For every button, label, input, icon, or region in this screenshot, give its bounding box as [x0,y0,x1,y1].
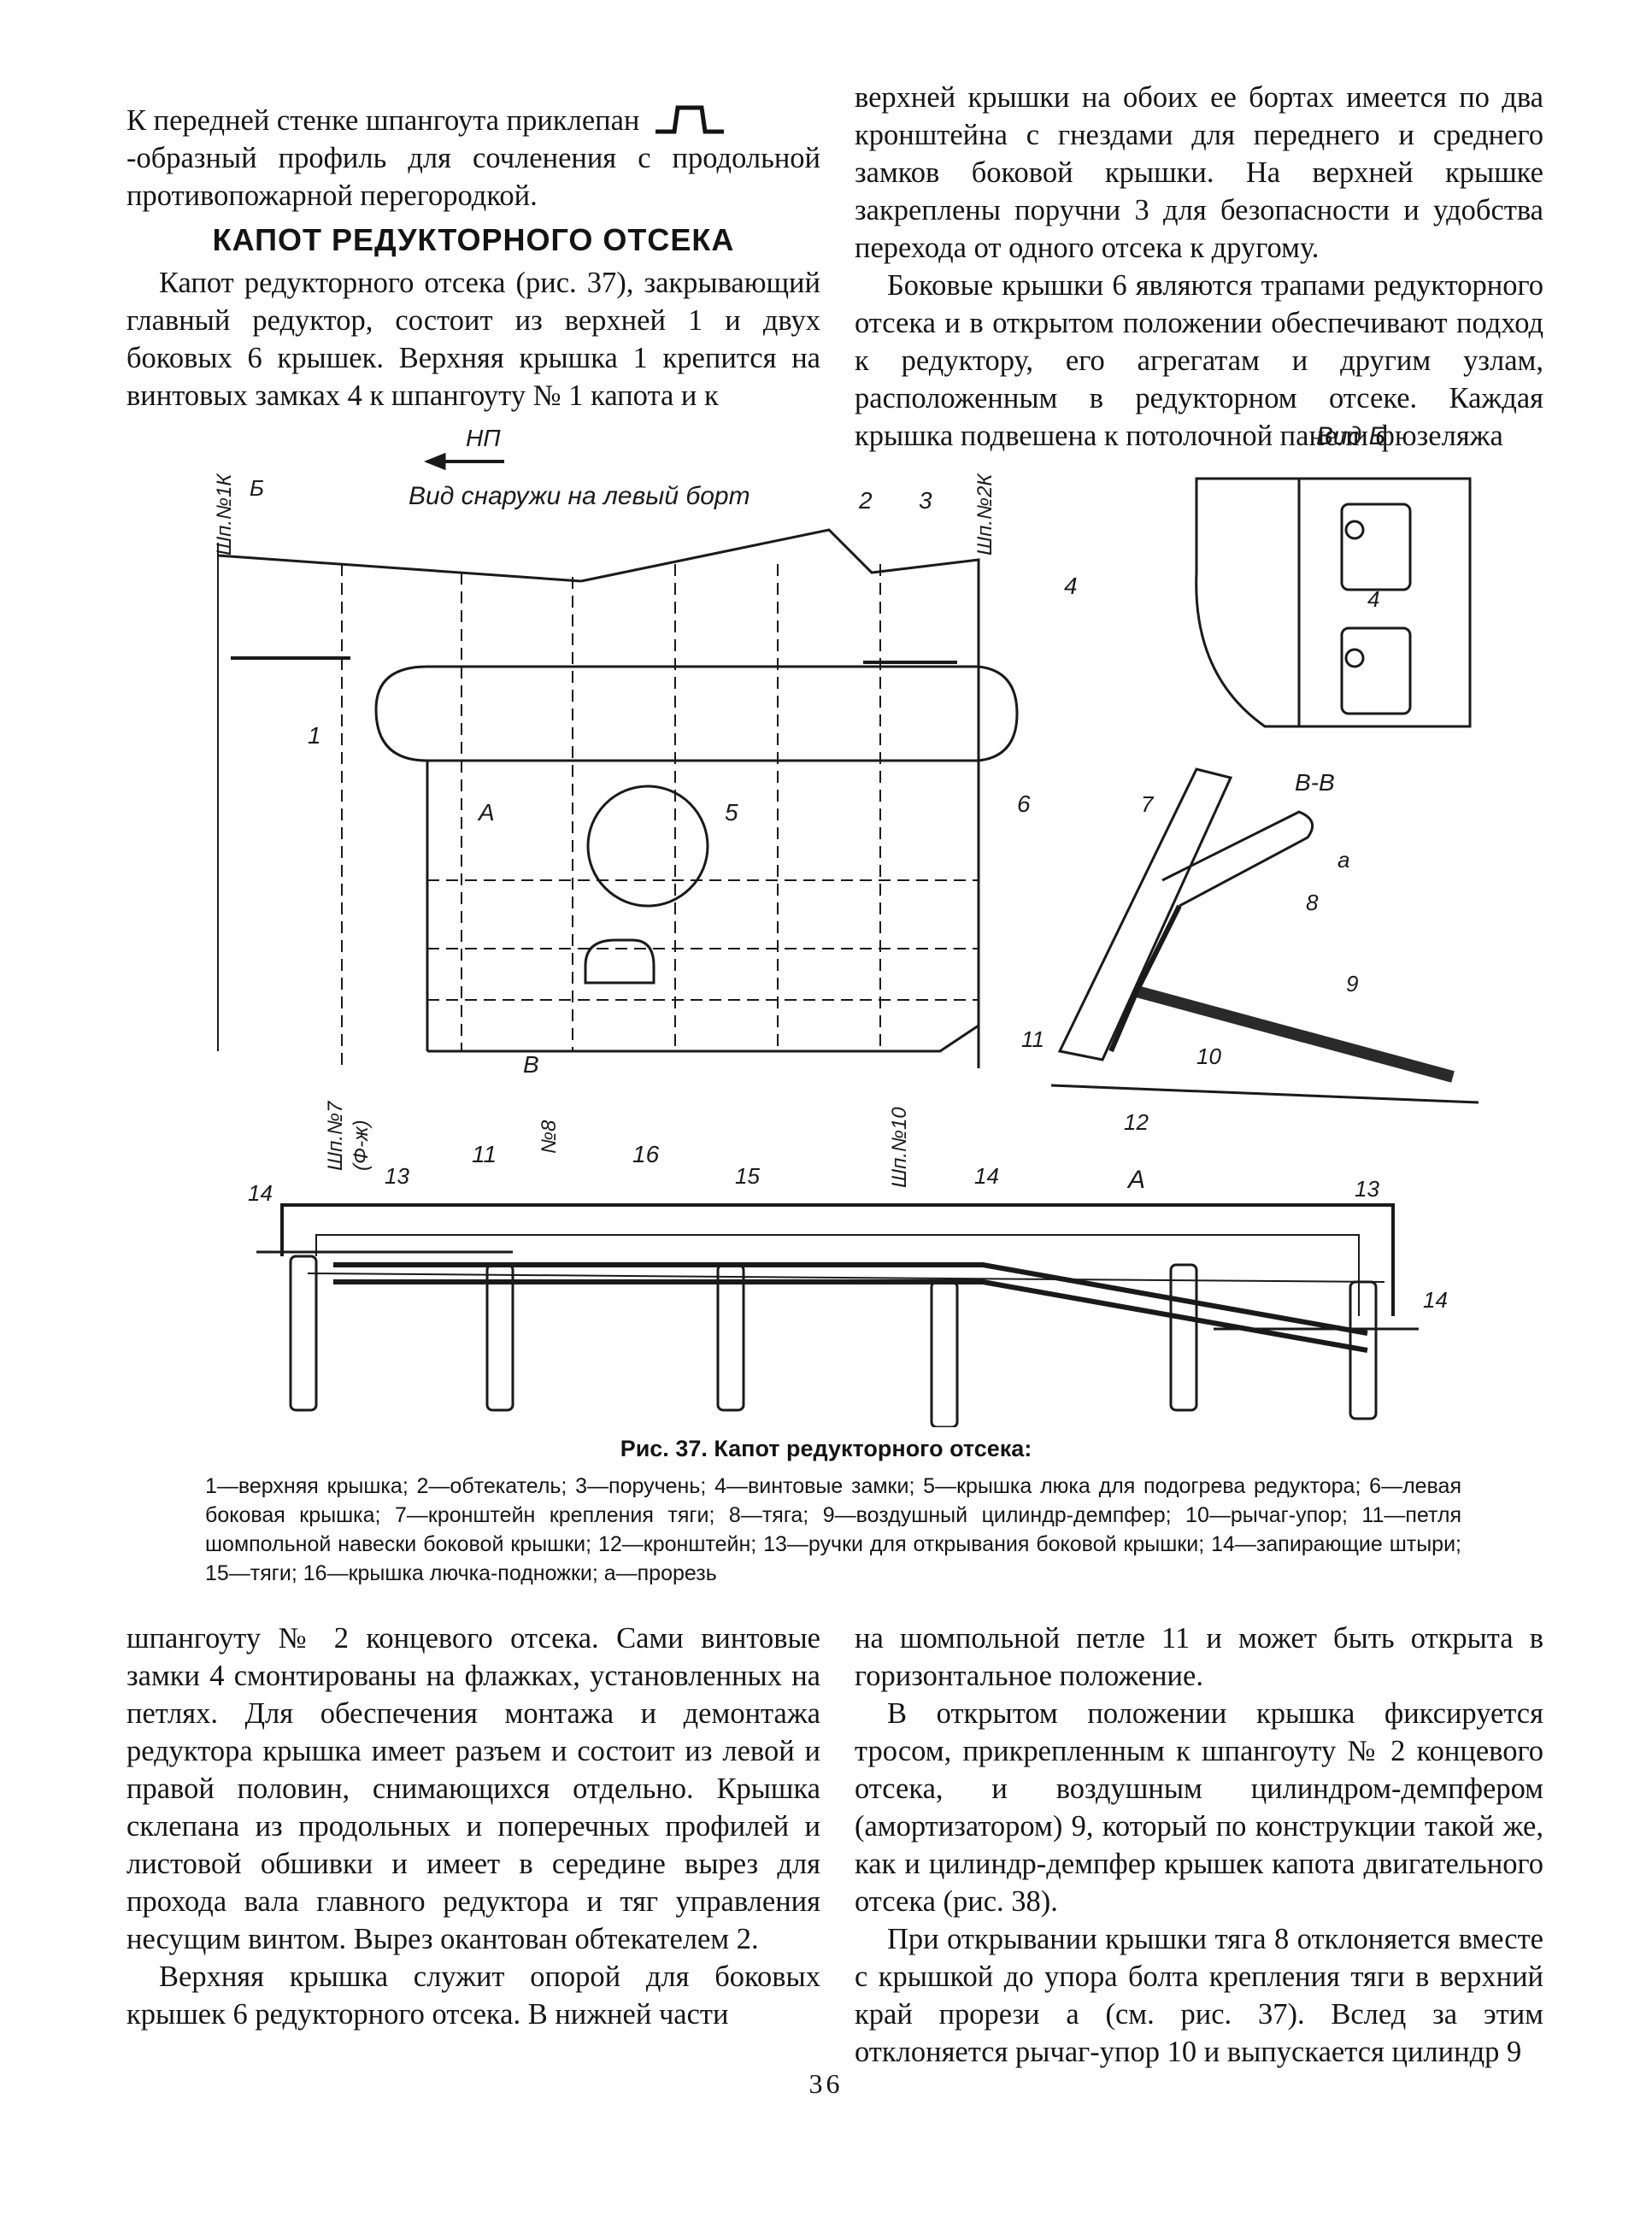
label-n14-left: 14 [248,1180,273,1206]
label-n14-mid: 14 [974,1163,999,1189]
label-n4-inset: 4 [1367,586,1379,612]
label-n13-right: 13 [1355,1176,1379,1202]
label-frame-2k: Шп.№2К [973,473,996,556]
label-n2: 2 [858,487,873,514]
text-column-1: К передней стенке шпангоута приклепан -о… [126,101,820,414]
label-n10: 10 [1196,1043,1221,1069]
paragraph: шпангоуту № 2 концевого отсека. Сами вин… [126,1622,820,1955]
label-view-b: Вид Б [1316,422,1385,450]
label-frame-1k: Шп.№1К [213,473,236,556]
label-n15: 15 [735,1163,760,1189]
label-n14-right: 14 [1423,1287,1448,1313]
direction-arrow [423,452,504,471]
label-frame-8: №8 [538,1120,561,1154]
paragraph: В открытом положении крышка фиксируется … [855,1697,1543,1918]
label-v: В [523,1051,539,1078]
label-n12: 12 [1124,1109,1149,1135]
label-a: а [1337,847,1349,873]
label-n7: 7 [1141,791,1155,817]
section-heading: КАПОТ РЕДУКТОРНОГО ОТСЕКА [212,222,735,257]
section-vv-mechanism [1050,767,1479,1104]
view-b-inset [1195,477,1472,728]
paragraph: Боковые крышки 6 являются трапами редукт… [855,269,1543,452]
label-n9: 9 [1346,971,1358,996]
paragraph: на шомпольной петле 11 и может быть откр… [855,1622,1543,1692]
page-number: 36 [808,2068,844,2099]
paragraph: Капот редукторного отсека (рис. 37), зак… [126,267,820,412]
paragraph: -образный профиль для сочленения с продо… [126,142,820,212]
view-a-frame [256,1203,1419,1427]
label-n4: 4 [1064,573,1078,599]
text-column-2: верхней крышки на обоих ее бортах имеетс… [855,79,1543,455]
label-A: А [477,799,495,826]
figure-caption-title: Рис. 37. Капот редукторного отсека: [620,1436,1032,1461]
figure-37-drawing: НП Вид снаружи на левый борт [213,422,1479,1427]
side-cover-view [217,528,1019,1068]
paragraph: При открывании крышки тяга 8 отклоняется… [855,1923,1543,2068]
label-np: НП [466,425,501,451]
label-n8: 8 [1306,890,1319,915]
paragraph: верхней крышки на обоих ее бортах имеетс… [855,81,1543,264]
paragraph: Верхняя крышка служит опорой для боковых… [126,1960,820,2031]
label-view-a: А [1126,1166,1145,1194]
paragraph: К передней стенке шпангоута приклепан [126,101,820,139]
label-fuselage: (Ф-ж) [350,1120,373,1171]
label-frame-10: Шп.№10 [888,1107,911,1188]
label-n5: 5 [725,799,738,826]
label-n13-left: 13 [385,1163,409,1189]
label-n16: 16 [632,1141,660,1167]
paragraph-text: К передней стенке шпангоута приклепан [126,104,640,137]
label-n6: 6 [1017,791,1031,817]
label-n11: 11 [1021,1026,1044,1052]
label-section-vv: В-В [1295,769,1335,796]
text-column-3: шпангоуту № 2 концевого отсека. Сами вин… [126,1619,820,2033]
label-n11-left: 11 [472,1141,497,1167]
label-frame-7: Шп.№7 [324,1100,347,1171]
omega-profile-icon [656,105,724,134]
label-n1: 1 [308,722,321,749]
label-b: Б [250,475,264,501]
text-column-4: на шомпольной петле 11 и может быть откр… [855,1619,1543,2071]
label-n3: 3 [919,487,932,514]
label-view-outside: Вид снаружи на левый борт [409,482,750,510]
figure-legend: 1—верхняя крышка; 2—обтекатель; 3—поруче… [205,1474,1461,1585]
